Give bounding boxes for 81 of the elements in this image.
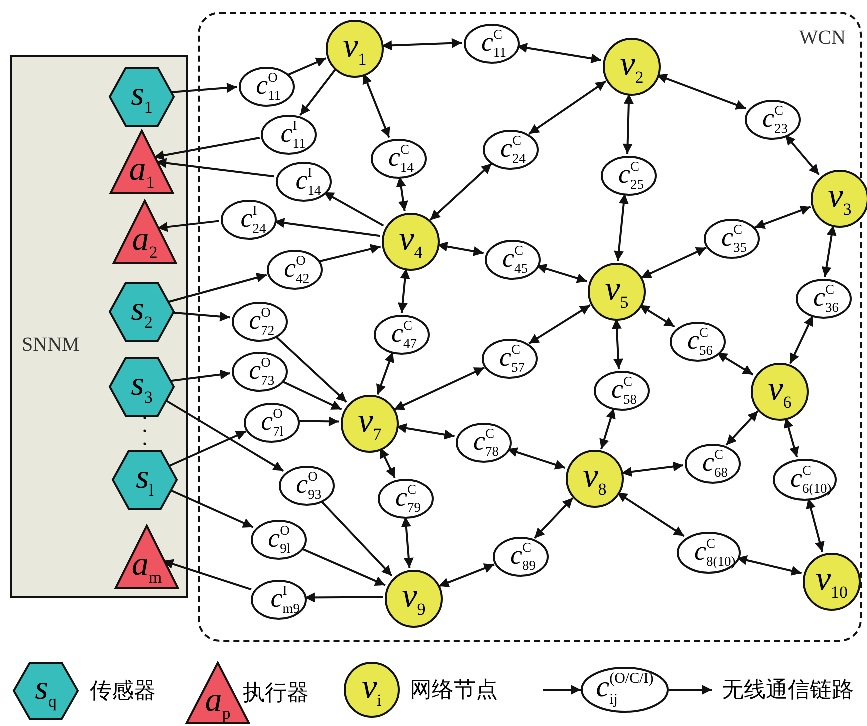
arrow: [640, 246, 707, 279]
network-node-circle: v$_{8}$: [566, 450, 624, 508]
network-node-circle: v$_{6}$: [751, 363, 809, 421]
arrow: [543, 685, 581, 695]
arrow: [396, 176, 408, 212]
arrow: [380, 448, 396, 479]
arrow: [158, 220, 220, 232]
arrow: [362, 74, 390, 138]
arrow: [622, 462, 684, 478]
arrow: [507, 448, 566, 470]
network-node-circle: v$_{2}$: [603, 38, 661, 96]
actuator-triangle: a$_{1}$: [111, 131, 173, 193]
sensor-hexagon: s$_{3}$: [110, 358, 174, 416]
arrow: [639, 304, 676, 328]
arrow: [396, 423, 455, 440]
arrow: [726, 410, 759, 446]
region-label: WCN: [799, 28, 846, 48]
arrow: [320, 500, 393, 577]
arrow: [622, 94, 634, 154]
network-node-circle: v$_{5}$: [588, 263, 646, 321]
arrow: [669, 685, 712, 695]
legend-label: 传感器: [90, 680, 156, 702]
arrow: [736, 556, 802, 576]
arrow: [790, 316, 814, 364]
arrow: [528, 304, 591, 345]
network-node-circle: v$_{9}$: [385, 570, 443, 628]
sensor-hexagon: s$_{l}$: [113, 451, 177, 509]
actuator-triangle: a$_{2}$: [114, 201, 176, 263]
arrow: [536, 264, 588, 284]
arrow: [438, 564, 495, 588]
arrow: [274, 335, 348, 404]
network-node-circle: v$_{i}$: [344, 662, 400, 718]
arrow: [288, 58, 327, 76]
arrow: [612, 318, 624, 370]
actuator-triangle: a$_{m}$: [116, 526, 178, 588]
network-node-circle: v$_{7}$: [341, 395, 399, 453]
arrow: [163, 559, 252, 591]
arrow: [300, 69, 336, 116]
arrow: [616, 492, 685, 538]
panel-label: SNNM: [22, 334, 80, 354]
network-node-circle: v$_{1}$: [326, 20, 384, 78]
arrow: [398, 268, 410, 314]
snnm-panel: [10, 54, 188, 598]
arrow: [784, 134, 820, 176]
arrow: [754, 206, 812, 229]
sensor-hexagon: s$_{q}$: [14, 663, 78, 719]
arrow: [437, 242, 484, 256]
arrow: [528, 80, 607, 135]
arrow: [401, 516, 414, 568]
arrow: [274, 218, 380, 238]
arrow: [170, 83, 238, 94]
legend-label: 无线通信链路: [722, 679, 854, 701]
legend-label: 网络节点: [410, 679, 498, 701]
sensor-hexagon: s$_{1}$: [110, 68, 174, 126]
arrow: [300, 548, 386, 586]
arrow: [280, 380, 342, 410]
arrow: [600, 408, 616, 450]
sensor-hexagon: s$_{2}$: [110, 283, 174, 341]
arrow: [324, 191, 384, 227]
arrow: [382, 38, 462, 51]
network-node-circle: v$_{4}$: [382, 213, 440, 271]
arrow: [716, 352, 754, 376]
arrow: [430, 163, 492, 222]
arrow: [168, 430, 247, 468]
arrow: [298, 416, 340, 427]
arrow: [154, 137, 260, 160]
arrow: [822, 225, 837, 278]
arrow: [614, 194, 629, 262]
arrow: [517, 43, 602, 64]
arrow: [170, 370, 231, 382]
arrow: [156, 158, 275, 178]
arrow: [376, 352, 394, 396]
arrow: [806, 498, 825, 552]
arrow: [304, 592, 383, 603]
arrow: [319, 244, 382, 263]
arrow: [168, 273, 268, 304]
arrow: [656, 74, 747, 110]
arrow: [394, 367, 485, 411]
arrow: [784, 418, 800, 458]
network-node-circle: v$_{10}$: [803, 553, 861, 611]
arrow: [534, 497, 574, 540]
